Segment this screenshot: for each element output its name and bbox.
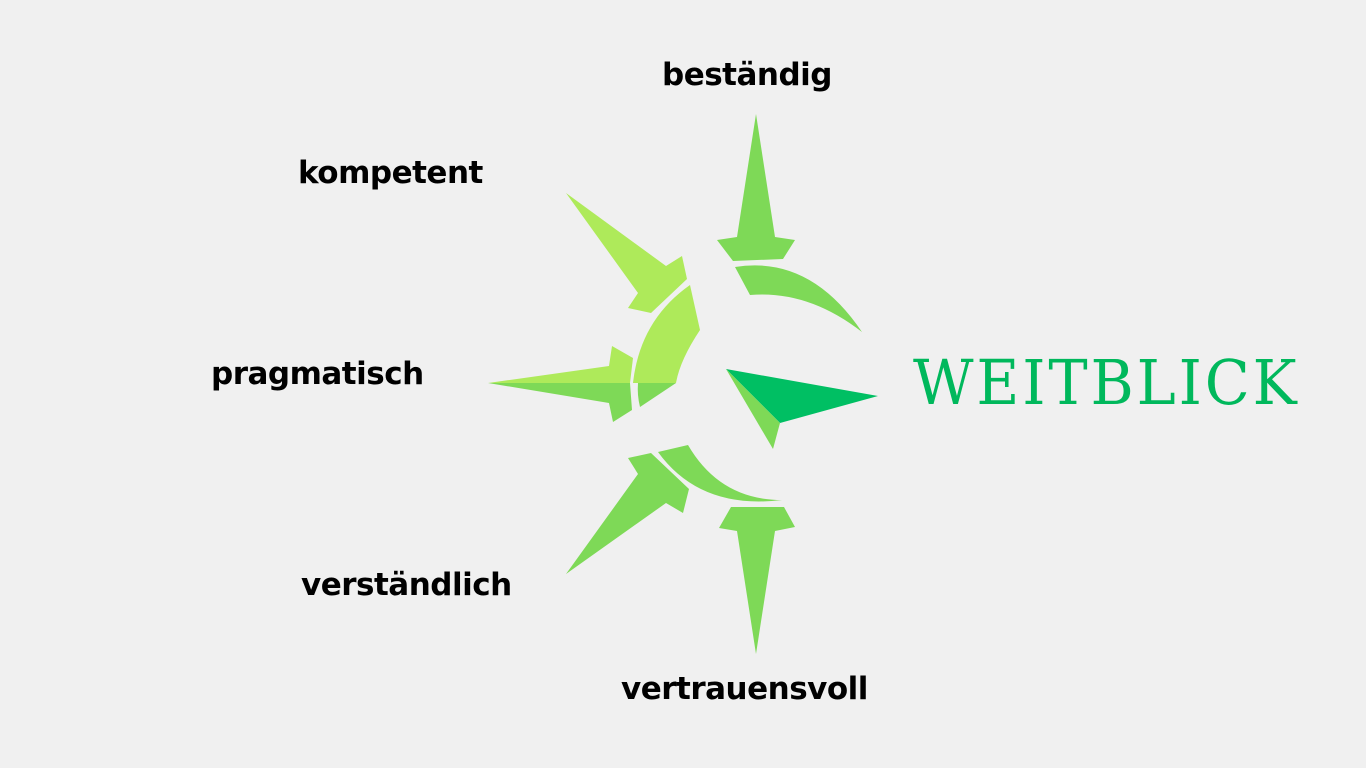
label-verstaendlich: verständlich (301, 567, 512, 603)
brand-wordmark: WEITBLICK (913, 346, 1300, 419)
label-bestaendig: beständig (662, 57, 832, 93)
label-kompetent: kompetent (298, 155, 483, 191)
label-vertrauensvoll: vertrauensvoll (621, 671, 868, 707)
label-pragmatisch: pragmatisch (211, 356, 424, 392)
